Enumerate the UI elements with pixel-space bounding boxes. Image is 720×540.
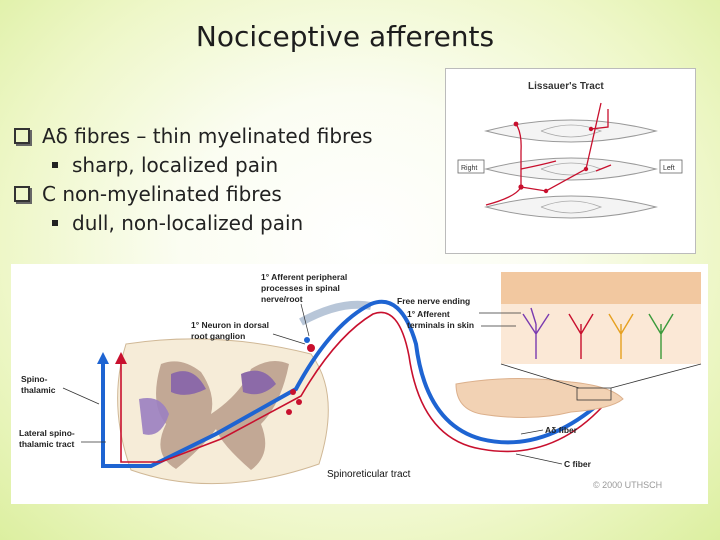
lissauer-fibres (485, 102, 612, 206)
afferent-terminals-label-1: 1° Afferent (407, 309, 450, 319)
free-nerve-endings (522, 307, 550, 359)
dorsal-root-outline (299, 300, 372, 326)
zoom-box (576, 387, 612, 401)
spinothalamic-label-1: Spino- (21, 374, 48, 384)
peripheral-processes-label-3: nerve/root (261, 294, 303, 304)
drg-neuron (304, 337, 310, 343)
a-delta-fiber-path (101, 299, 603, 468)
drg-neuron (307, 344, 315, 352)
bullet-item: C non-myelinated fibres (14, 180, 373, 209)
up-arrow-icon (97, 352, 109, 364)
skin-block (501, 272, 701, 304)
sub-bullet-item: sharp, localized pain (14, 151, 373, 180)
afferent-terminals-label-2: terminals in skin (407, 320, 474, 330)
lateral-spinothalamic-label-1: Lateral spino- (19, 428, 75, 438)
square-bullet-icon (52, 161, 58, 168)
right-label-box (457, 159, 485, 174)
checkbox-bullet-icon (14, 127, 30, 144)
left-label: Left (663, 165, 675, 172)
left-label-box (659, 159, 683, 174)
dorsal-root-neuron-label-1: 1° Neuron in dorsal (191, 320, 269, 330)
bullet-list: Aδ fibres – thin myelinated fibres sharp… (14, 122, 373, 238)
dorsal-horn-terminals (286, 389, 302, 415)
free-nerve-ending-label: Free nerve ending (397, 296, 470, 306)
copyright-label: © 2000 UTHSCH (593, 480, 662, 490)
spinoreticular-label: Spinoreticular tract (327, 469, 411, 480)
checkbox-bullet-icon (14, 185, 30, 202)
zoom-line (610, 363, 702, 389)
pain-pathway-figure: 1° Afferent peripheral processes in spin… (11, 264, 708, 504)
lateral-spinothalamic-label-2: thalamic tract (19, 439, 74, 449)
a-delta-fiber-label: Aδ fiber (545, 425, 578, 435)
lissauer-title: Lissauer's Tract (528, 81, 604, 92)
lissauer-tract-figure: Lissauer's Tract Right Left (445, 68, 696, 254)
bullet-item: Aδ fibres – thin myelinated fibres (14, 122, 373, 151)
peripheral-processes-label-2: processes in spinal (261, 283, 340, 293)
peripheral-processes-label-1: 1° Afferent peripheral (261, 272, 347, 282)
label-leader-lines (62, 303, 563, 465)
spinal-cord-slices (484, 119, 658, 219)
slide-title: Nociceptive afferents (195, 20, 495, 53)
c-fiber-path (120, 311, 604, 463)
c-fiber-label: C fiber (564, 459, 592, 469)
spinothalamic-label-2: thalamic (21, 385, 56, 395)
dorsal-root-neuron-label-2: root ganglion (191, 331, 245, 341)
zoom-line (500, 363, 580, 389)
spinal-cord-cross-section (117, 338, 329, 485)
square-bullet-icon (52, 219, 58, 226)
up-arrow-icon (115, 352, 127, 364)
sub-bullet-item: dull, non-localized pain (14, 209, 373, 238)
lissauer-nuclei (513, 121, 594, 194)
dermis-block (501, 304, 701, 364)
right-label: Right (461, 165, 477, 172)
